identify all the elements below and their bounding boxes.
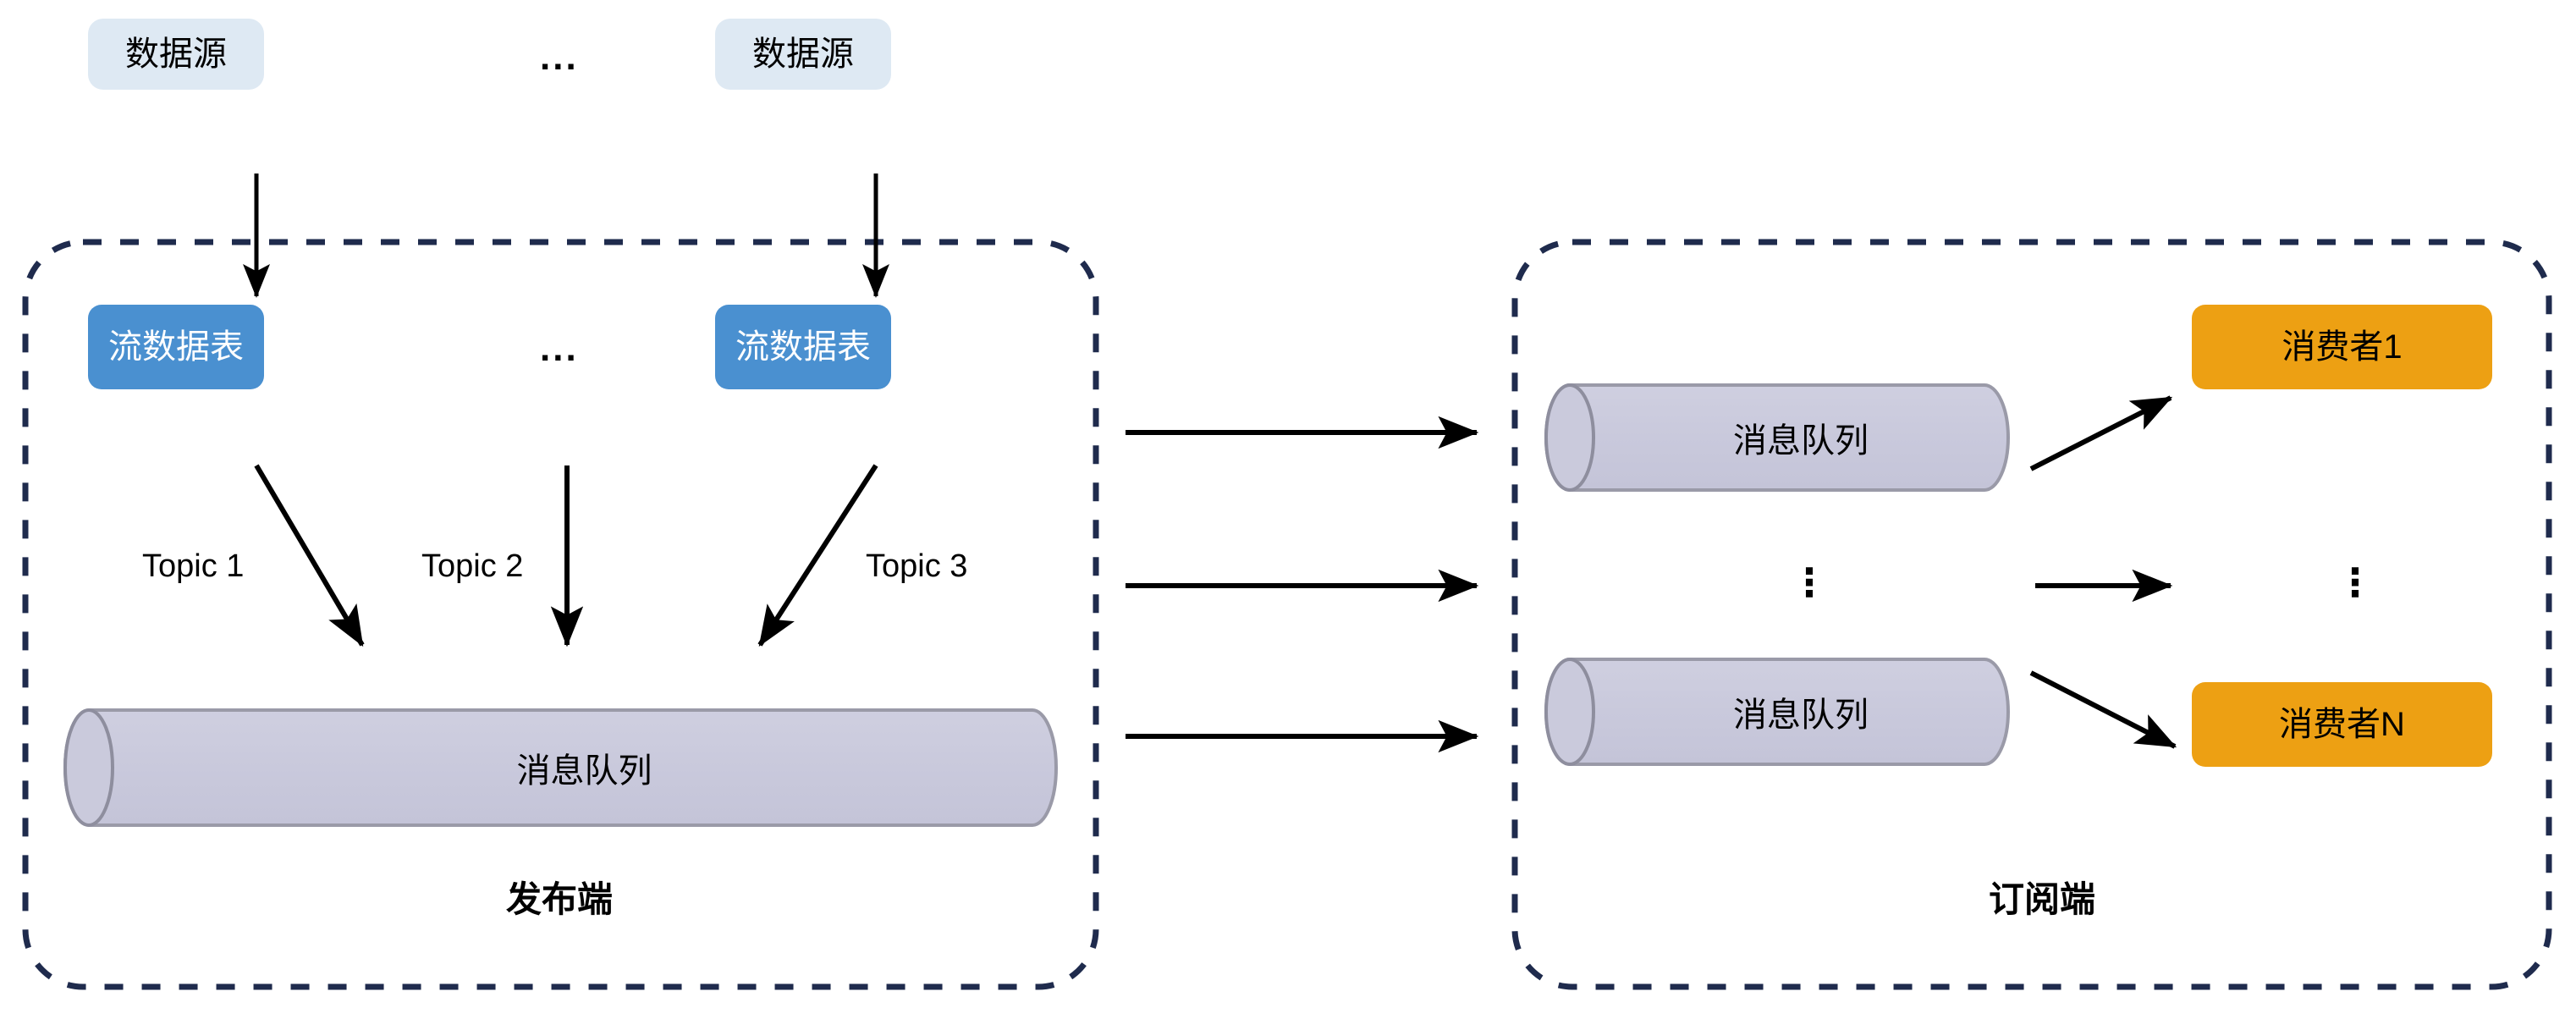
subscriber-region-caption: 订阅端 xyxy=(1989,879,2096,919)
data-source-label-1: 数据源 xyxy=(125,36,227,73)
arrow-queue1-to-consumer1 xyxy=(2029,395,2173,471)
data-source-box-2[interactable]: 数据源 xyxy=(715,19,891,90)
data-source-label-2: 数据源 xyxy=(752,36,854,73)
stream-table-ellipsis: ... xyxy=(540,328,579,369)
consumer-box-1[interactable]: 消费者1 xyxy=(2192,305,2492,389)
subscriber-queue-label-1: 消息队列 xyxy=(1733,422,1869,460)
data-source-box-1[interactable]: 数据源 xyxy=(88,19,264,90)
stream-table-label-2: 流数据表 xyxy=(735,328,871,366)
publisher-region-caption: 发布端 xyxy=(506,879,614,919)
arrow-topic1 xyxy=(254,464,365,647)
subscriber-queue-ellipsis: ⋮ xyxy=(1790,560,1829,604)
stream-table-label-1: 流数据表 xyxy=(108,328,244,366)
consumer-ellipsis: ⋮ xyxy=(2336,560,2375,604)
consumer-label-1: 消费者1 xyxy=(2282,328,2403,366)
topic-label-1: Topic 1 xyxy=(142,548,245,584)
subscriber-queue-cylinder-2 xyxy=(1544,658,2010,766)
stream-table-box-2[interactable]: 流数据表 xyxy=(715,305,891,389)
topic-label-2: Topic 2 xyxy=(421,548,524,584)
stream-table-box-1[interactable]: 流数据表 xyxy=(88,305,264,389)
publisher-queue-label: 消息队列 xyxy=(516,752,652,790)
arrow-queue2-to-consumerN xyxy=(2029,670,2177,749)
consumer-label-n: 消费者N xyxy=(2279,706,2405,743)
consumer-box-n[interactable]: 消费者N xyxy=(2192,682,2492,767)
publisher-queue-cylinder xyxy=(63,708,1058,827)
topic-label-3: Topic 3 xyxy=(866,548,968,584)
arrow-topic3 xyxy=(757,464,878,647)
subscriber-queue-label-2: 消息队列 xyxy=(1733,697,1869,734)
subscriber-queue-cylinder-1 xyxy=(1544,383,2010,492)
data-source-ellipsis: ... xyxy=(540,36,579,78)
